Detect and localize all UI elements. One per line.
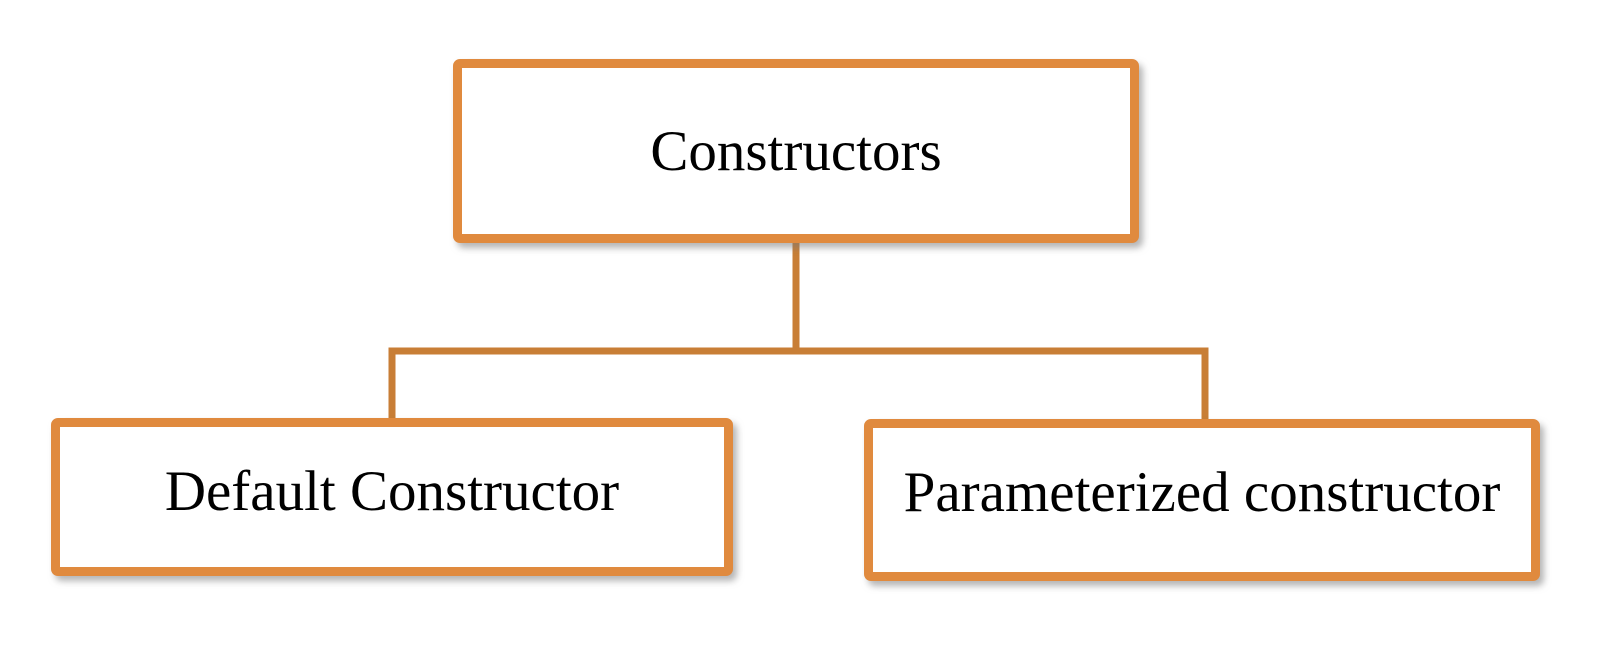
node-parameterized-constructor: Parameterized constructor bbox=[864, 419, 1540, 581]
node-parameterized-constructor-label: Parameterized constructor bbox=[903, 460, 1501, 524]
node-constructors-label: Constructors bbox=[650, 119, 942, 183]
node-constructors: Constructors bbox=[453, 59, 1139, 243]
connector-bracket bbox=[388, 347, 1209, 421]
node-default-constructor-label: Default Constructor bbox=[164, 459, 620, 523]
node-default-constructor: Default Constructor bbox=[51, 418, 733, 576]
